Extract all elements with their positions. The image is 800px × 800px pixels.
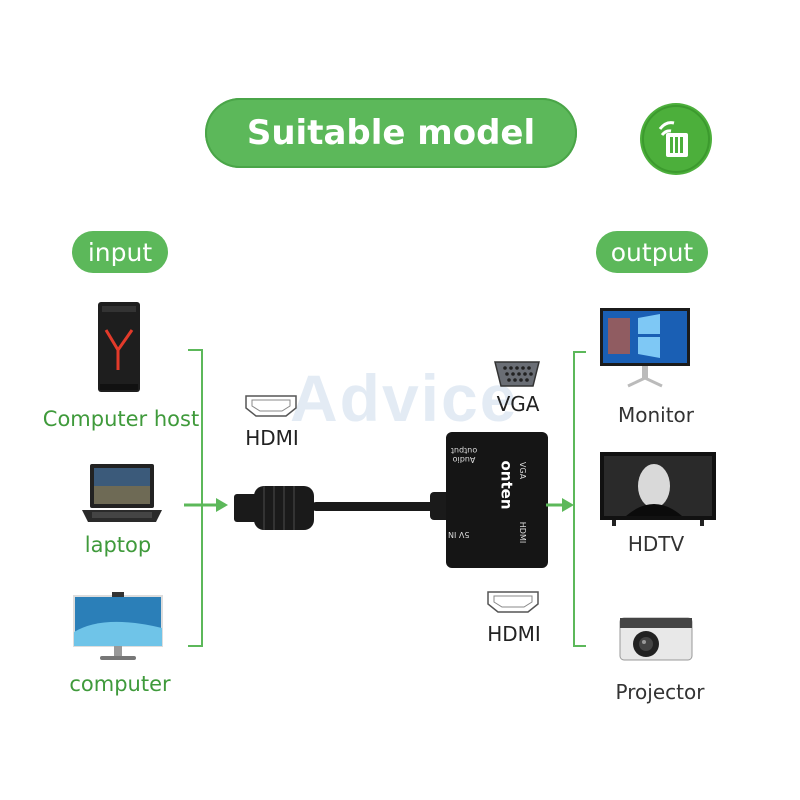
input-heading: input — [72, 231, 168, 273]
input-item-label: laptop — [84, 533, 152, 557]
input-bracket — [184, 349, 228, 647]
output-item-label: HDTV — [627, 532, 685, 556]
projector-icon — [619, 617, 693, 661]
hdmi-cable — [234, 486, 456, 530]
adapter-brand: onten — [497, 460, 516, 510]
adapter-vga-label: VGA — [518, 461, 528, 480]
computer-host-icon — [98, 302, 140, 392]
hdmi-output-label: HDMI — [487, 622, 541, 646]
output-bracket — [546, 351, 586, 647]
vga-port-icon — [494, 361, 540, 387]
output-heading: output — [596, 231, 708, 273]
laptop-icon — [82, 464, 162, 522]
adapter-hdmi-label: HDMI — [518, 521, 528, 544]
adapter-box: onten Audio output VGA HDMI 5V IN — [446, 432, 548, 568]
hdtv-icon — [600, 452, 716, 526]
input-item-label: computer — [69, 672, 171, 696]
computer-monitor-icon — [73, 592, 163, 660]
hdmi-input-label: HDMI — [245, 426, 299, 450]
output-heading-label: output — [610, 237, 694, 267]
input-item-label: Computer host — [42, 407, 200, 431]
title-banner: Suitable model — [205, 98, 577, 168]
page-title: Suitable model — [246, 113, 536, 153]
monitor-icon — [600, 308, 690, 388]
output-item-label: Projector — [615, 680, 705, 704]
watermark-text: Advice — [290, 361, 519, 435]
vga-label: VGA — [496, 392, 540, 416]
adapter-usb-label: 5V IN — [448, 530, 470, 539]
hdmi-port-icon — [245, 395, 297, 417]
hdmi-out-port-icon — [487, 591, 539, 613]
brand-logo-icon — [640, 103, 712, 175]
input-heading-label: input — [87, 237, 153, 267]
adapter-audio-label: Audio output — [450, 446, 478, 464]
output-item-label: Monitor — [617, 403, 695, 427]
